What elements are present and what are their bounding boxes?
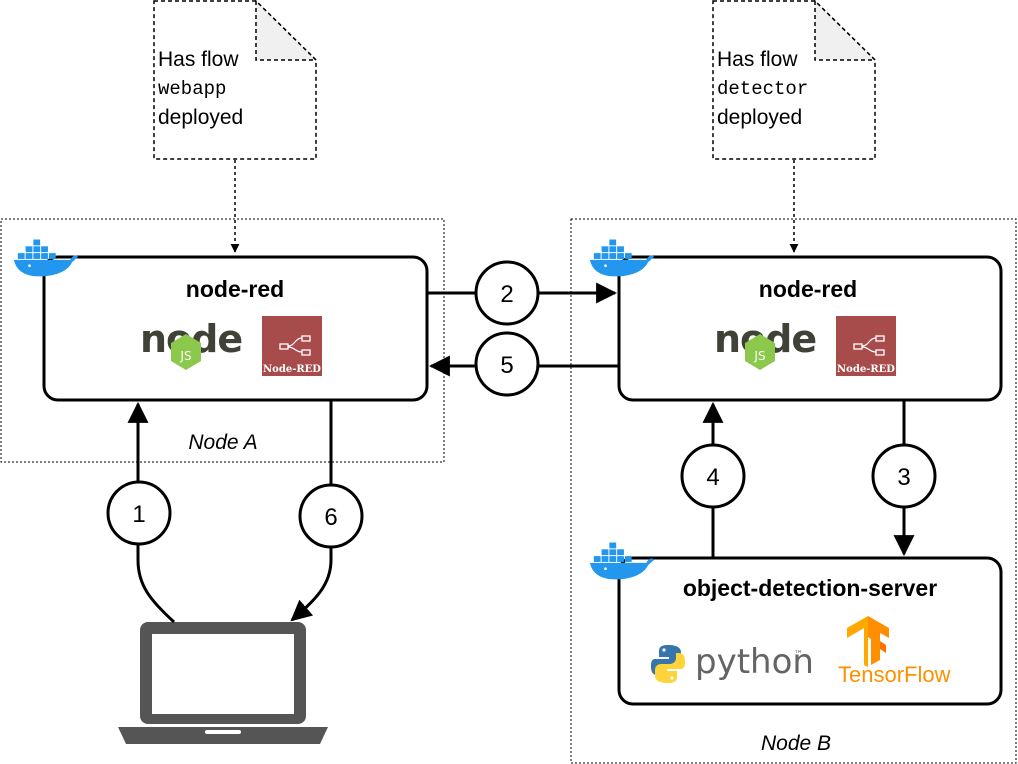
- note-right-line3: deployed: [717, 106, 802, 129]
- svg-text:JS: JS: [179, 349, 191, 363]
- note-right-line1: Has flow: [717, 48, 798, 71]
- nodejs-logo-icon: node JS: [714, 317, 817, 370]
- note-left: Has flow webapp deployed: [153, 0, 318, 160]
- container-node-red-b-title: node-red: [759, 276, 857, 302]
- python-logo-icon: python ™: [651, 642, 814, 683]
- svg-text:JS: JS: [753, 349, 765, 363]
- step-circle-1: 1: [106, 480, 172, 546]
- step-circle-6: 6: [298, 483, 364, 549]
- tensorflow-logo-icon: TensorFlow: [838, 616, 951, 687]
- svg-text:2: 2: [500, 281, 513, 308]
- svg-text:3: 3: [897, 464, 910, 491]
- note-right-flow: detector: [717, 78, 808, 100]
- note-left-line1: Has flow: [158, 48, 239, 71]
- step-circle-2: 2: [474, 260, 540, 326]
- tensorflow-text: TensorFlow: [838, 662, 951, 687]
- container-node-red-b: node-red: [617, 255, 1003, 402]
- step-circle-5: 5: [474, 331, 540, 397]
- step-circle-3: 3: [871, 443, 937, 509]
- container-node-red-a: node-red: [42, 255, 429, 402]
- svg-text:1: 1: [132, 501, 145, 528]
- python-tm: ™: [794, 650, 803, 660]
- arrow-step-1: [127, 401, 176, 624]
- container-ods-title: object-detection-server: [683, 575, 937, 601]
- svg-text:5: 5: [500, 352, 513, 379]
- node-b-frame: [570, 218, 1017, 764]
- node-red-logo-icon: Node-RED: [836, 316, 896, 376]
- container-object-detection-server: object-detection-server: [617, 556, 1003, 706]
- container-node-red-a-title: node-red: [186, 276, 284, 302]
- laptop-icon: [118, 622, 328, 744]
- node-red-logo-icon: Node-RED: [262, 316, 322, 376]
- svg-text:6: 6: [324, 504, 337, 531]
- node-b-label: Node B: [761, 732, 831, 755]
- note-left-flow: webapp: [158, 78, 226, 100]
- note-right: Has flow detector deployed: [712, 0, 877, 160]
- step-circle-4: 4: [680, 443, 746, 509]
- svg-text:4: 4: [706, 464, 719, 491]
- arrow-step-6: [290, 401, 333, 622]
- svg-text:Node-RED: Node-RED: [263, 364, 321, 375]
- nodejs-logo-icon: node JS: [140, 317, 243, 370]
- node-a-frame: [0, 218, 445, 463]
- python-text: python: [695, 642, 814, 682]
- svg-text:Node-RED: Node-RED: [837, 364, 895, 375]
- node-a-label: Node A: [188, 431, 257, 454]
- note-left-line3: deployed: [158, 106, 243, 129]
